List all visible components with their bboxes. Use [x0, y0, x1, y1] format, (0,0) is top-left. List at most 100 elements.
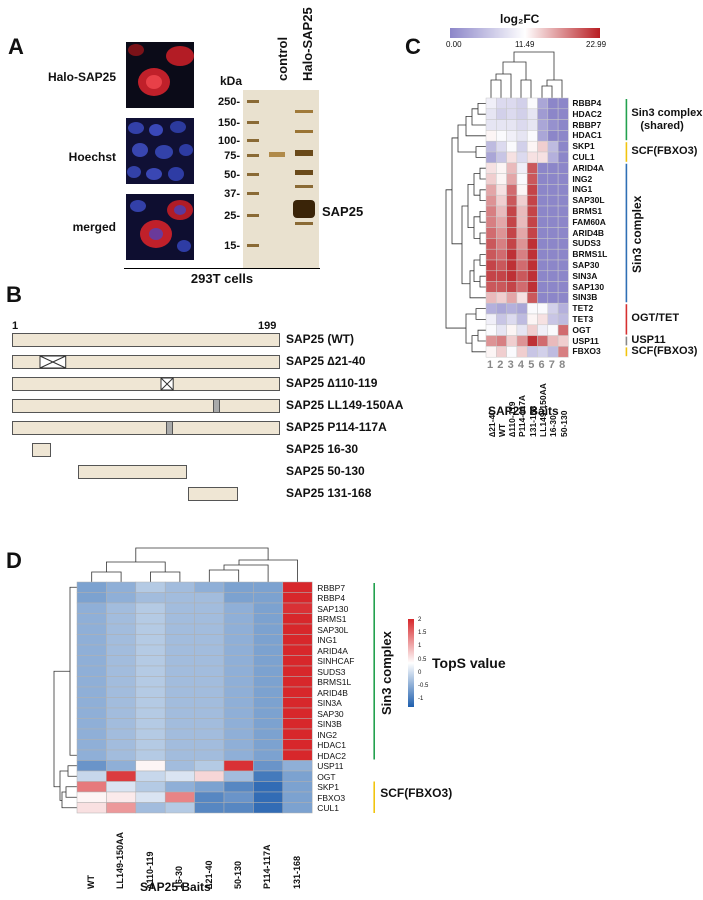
kda-marker: 37- — [224, 188, 240, 200]
d-row-label: USP11 — [317, 761, 344, 771]
d-heat-cell — [282, 644, 313, 656]
d-heat-cell — [106, 718, 137, 730]
d-heat-cell — [253, 623, 284, 635]
c-row-label: OGT — [572, 324, 591, 335]
d-heat-cell — [76, 760, 107, 772]
c-row-label: ARID4A — [572, 162, 605, 173]
d-legend-tick: 0 — [418, 669, 422, 676]
d-heat-cell — [164, 791, 195, 803]
d-heat-cell — [194, 602, 225, 614]
d-heat-cell — [106, 770, 137, 782]
d-heat-cell — [253, 718, 284, 730]
mutation-mark — [165, 422, 173, 434]
d-legend-tick: 0.5 — [418, 656, 427, 663]
d-heat-cell — [282, 592, 313, 604]
d-heat-cell — [282, 781, 313, 793]
d-heat-cell — [282, 686, 313, 698]
d-heat-cell — [106, 697, 137, 709]
c-row-label: SAP130 — [572, 281, 605, 292]
d-heat-cell — [282, 623, 313, 635]
d-heat-cell — [135, 665, 166, 677]
d-heat-cell — [223, 676, 254, 688]
d-row-label: SUDS3 — [317, 666, 346, 677]
c-row-label: ING1 — [572, 184, 593, 195]
d-row-label: RBBP4 — [317, 593, 346, 603]
d-heat-cell — [164, 634, 195, 646]
d-heat-cell — [223, 707, 254, 719]
d-heat-cell — [223, 728, 254, 740]
kda-marker: 50- — [224, 169, 240, 181]
construct-name: SAP25 50-130 — [286, 464, 365, 478]
d-row-label: SAP130 — [317, 603, 349, 614]
d-heat-cell — [282, 770, 313, 782]
c-row-label: TET2 — [572, 303, 594, 314]
construct-bar — [32, 443, 52, 457]
band-label-sap25: SAP25 — [322, 204, 364, 219]
d-heat-cell — [164, 644, 195, 656]
c-row-label: ARID4B — [572, 227, 605, 238]
d-heat-cell — [135, 602, 166, 614]
c-row-label: TET3 — [572, 314, 594, 324]
d-legend-title: TopS value — [432, 655, 506, 671]
d-row-label: SIN3B — [317, 719, 342, 729]
d-heat-cell — [253, 770, 284, 782]
d-heat-cell — [135, 634, 166, 646]
d-heat-cell — [194, 676, 225, 688]
c-col-number: 3 — [507, 359, 514, 372]
d-col-label: P114-117A — [262, 844, 273, 889]
c-legend-tick: 22.99 — [586, 40, 607, 49]
d-heat-cell — [164, 760, 195, 772]
d-heat-cell — [76, 686, 107, 698]
d-heat-cell — [282, 581, 313, 593]
d-heat-cell — [282, 697, 313, 709]
construct-name: SAP25 ∆21-40 — [286, 354, 366, 368]
d-group-label: Sin3 complex — [379, 631, 395, 716]
c-row-label: CUL1 — [572, 152, 595, 162]
d-heat-cell — [194, 707, 225, 719]
d-heat-cell — [135, 802, 166, 814]
d-heat-cell — [164, 728, 195, 740]
d-row-label: CUL1 — [317, 803, 339, 813]
d-heat-cell — [194, 634, 225, 646]
d-heat-cell — [76, 739, 107, 751]
construct-bar — [12, 377, 280, 391]
d-heat-cell — [253, 602, 284, 614]
c-group-label: Sin3 complex — [631, 106, 703, 119]
micrograph-merged-image — [130, 200, 193, 252]
construct-bar — [78, 465, 187, 479]
d-heat-cell — [164, 686, 195, 698]
c-heat-cell — [557, 346, 569, 358]
micro-label-halo: Halo-SAP25 — [47, 70, 116, 84]
d-heat-cell — [223, 623, 254, 635]
d-heat-cell — [253, 644, 284, 656]
c-row-label: HDAC2 — [572, 108, 602, 119]
panel-a-label: A — [8, 34, 24, 59]
d-heat-cell — [194, 613, 225, 625]
d-heat-cell — [106, 728, 137, 740]
d-heat-cell — [194, 581, 225, 593]
d-heat-cell — [253, 728, 284, 740]
d-heat-cell — [106, 676, 137, 688]
d-heat-cell — [106, 623, 137, 635]
kda-marker: 15- — [224, 240, 240, 252]
d-heat-cell — [253, 791, 284, 803]
d-legend-tick: 1 — [418, 643, 422, 650]
d-heat-cell — [223, 634, 254, 646]
d-row-label: HDAC1 — [317, 740, 346, 750]
d-heat-cell — [253, 592, 284, 604]
c-row-label: SKP1 — [572, 141, 595, 152]
d-row-label: SKP1 — [317, 782, 339, 792]
d-legend-tick: -0.5 — [418, 683, 429, 689]
d-heat-cell — [194, 728, 225, 740]
micrograph-hoechst-image — [127, 121, 193, 181]
d-heat-cell — [106, 791, 137, 803]
d-heat-cell — [164, 802, 195, 814]
d-heat-cell — [76, 707, 107, 719]
d-heat-cell — [135, 739, 166, 751]
gel-image — [243, 90, 319, 268]
d-heat-cell — [194, 686, 225, 698]
kda-marker: 100- — [217, 135, 240, 147]
d-heat-cell — [194, 644, 225, 656]
c-legend-tick: 11.49 — [515, 40, 535, 49]
